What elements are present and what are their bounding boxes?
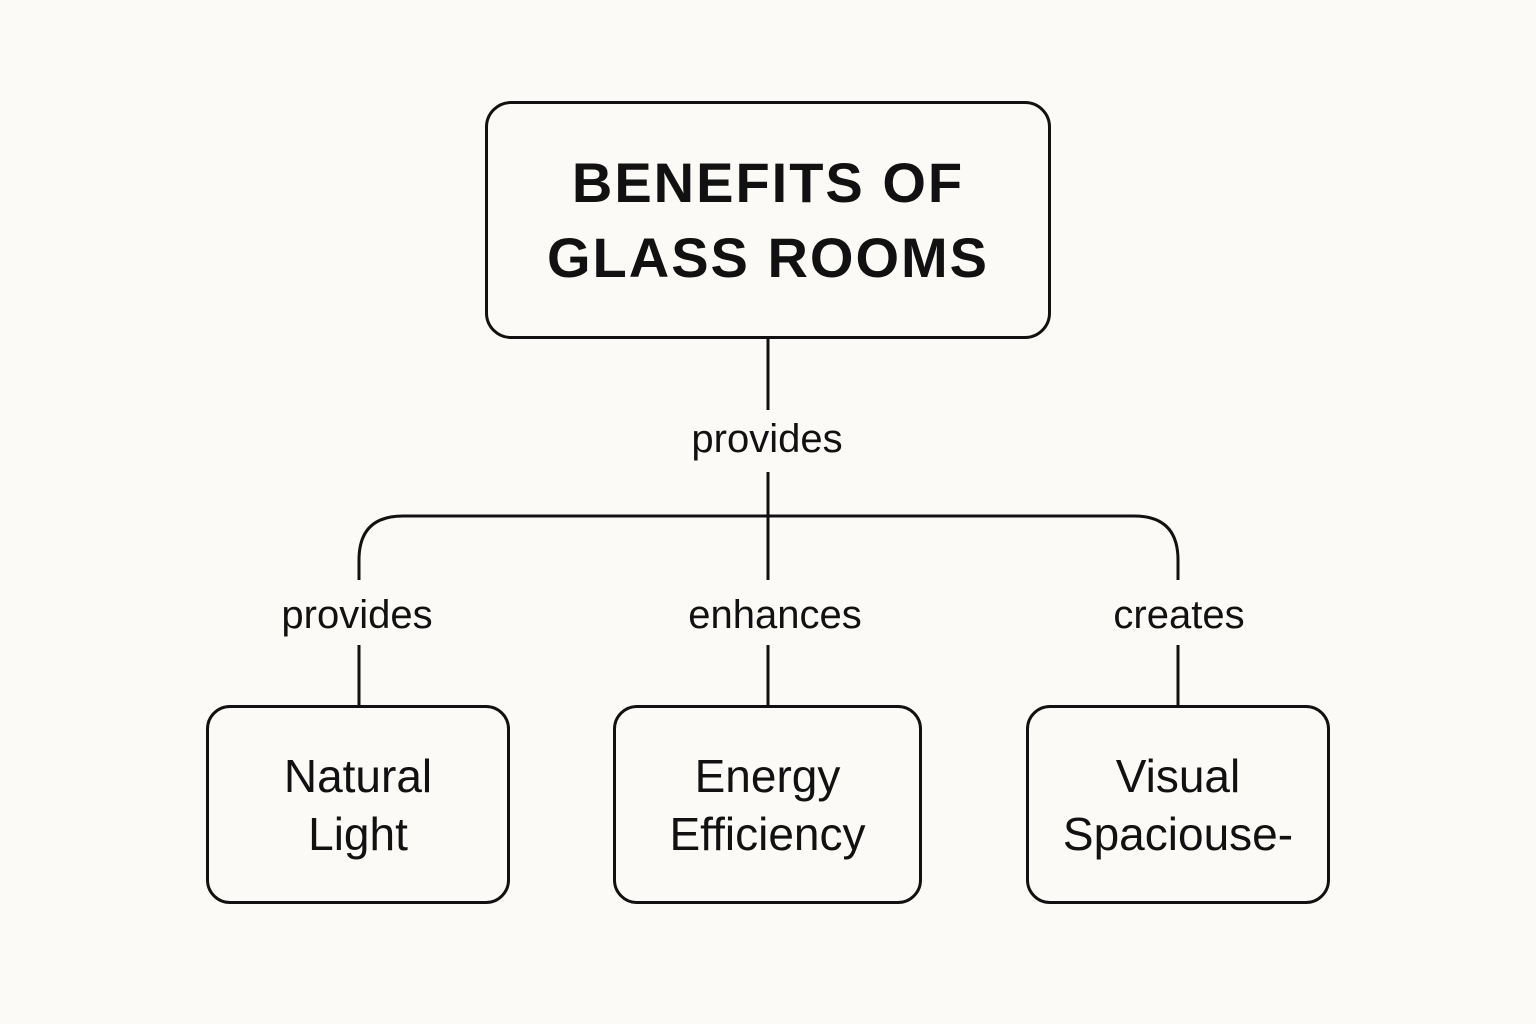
- root-edge-label: provides: [685, 416, 849, 462]
- node-visual-spaciousness-line-2: Spaciouse-: [1062, 807, 1294, 860]
- root-title-line-1: BENEFITS OF: [571, 151, 965, 214]
- root-title-line-2: GLASS ROOMS: [546, 226, 990, 289]
- edge-label-energy-efficiency: enhances: [682, 592, 868, 638]
- node-natural-light-line-1: Natural: [283, 749, 433, 802]
- root-node: BENEFITS OF GLASS ROOMS: [485, 101, 1051, 339]
- edge-label-visual-spaciousness: creates: [1107, 592, 1251, 638]
- node-energy-efficiency-line-2: Efficiency: [669, 807, 866, 860]
- node-visual-spaciousness-line-1: Visual: [1115, 749, 1241, 802]
- node-energy-efficiency-line-1: Energy: [694, 749, 841, 802]
- node-energy-efficiency: Energy Efficiency: [613, 705, 922, 904]
- edge-label-natural-light: provides: [275, 592, 439, 638]
- node-natural-light: Natural Light: [206, 705, 510, 904]
- branch-bar: [357, 514, 1180, 580]
- node-visual-spaciousness: Visual Spaciouse-: [1026, 705, 1330, 904]
- node-natural-light-line-2: Light: [308, 807, 408, 860]
